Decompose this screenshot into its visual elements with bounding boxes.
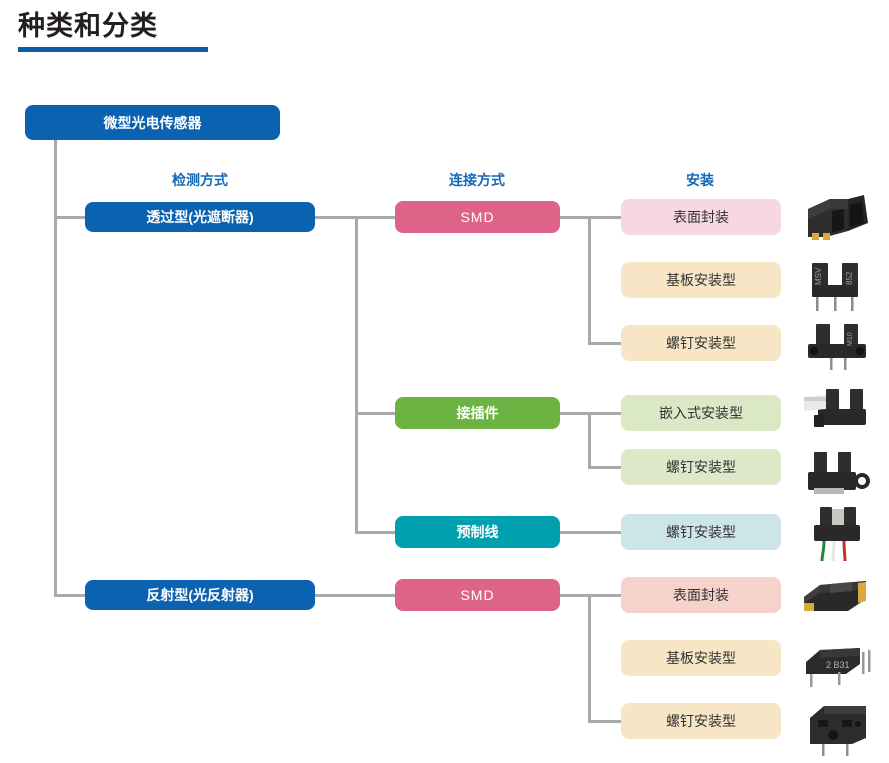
node-reflective[interactable]: 反射型(光反射器): [85, 580, 315, 610]
column-header-detection: 检测方式: [172, 172, 228, 188]
product-photo-photo-interrupter-cable: [800, 505, 876, 561]
node-transmissive[interactable]: 透过型(光遮断器): [85, 202, 315, 232]
column-header-mounting: 安装: [686, 172, 714, 188]
connector-transmissive-out: [313, 216, 358, 219]
svg-text:2 B31: 2 B31: [826, 660, 850, 670]
node-mount-pcb-2[interactable]: 基板安装型: [621, 640, 781, 676]
connector-bus-to-smd-top: [355, 216, 397, 219]
node-mount-screw-1[interactable]: 螺钉安装型: [621, 325, 781, 361]
product-photo-photo-interrupter-smd: [802, 193, 874, 243]
svg-text:852: 852: [845, 271, 854, 285]
product-photo-photo-reflector-screw: [800, 700, 876, 756]
node-mount-embedded[interactable]: 嵌入式安装型: [621, 395, 781, 431]
column-header-connection: 连接方式: [449, 172, 505, 188]
node-smd-bottom[interactable]: SMD: [395, 579, 560, 611]
node-mount-screw-2[interactable]: 螺钉安装型: [621, 449, 781, 485]
node-connector[interactable]: 接插件: [395, 397, 560, 429]
node-mount-screw-3[interactable]: 螺钉安装型: [621, 514, 781, 550]
svg-text:MSV: MSV: [814, 267, 823, 285]
title-underline: [18, 47, 208, 52]
connector-bus-to-connector: [355, 412, 397, 415]
node-mount-screw-4[interactable]: 螺钉安装型: [621, 703, 781, 739]
connector-trunk-to-transmissive: [54, 216, 88, 219]
product-photo-photo-interrupter-connector-snap: [800, 385, 876, 435]
connector-smdbottom-bus: [588, 594, 591, 722]
connector-bus-to-cable: [355, 531, 397, 534]
connector-trunk-vertical: [54, 139, 57, 597]
node-mount-surface-1[interactable]: 表面封装: [621, 199, 781, 235]
node-cable[interactable]: 预制线: [395, 516, 560, 548]
node-mount-pcb-1[interactable]: 基板安装型: [621, 262, 781, 298]
product-photo-photo-interrupter-screw: M10: [800, 320, 876, 372]
connector-cable-to-m6: [558, 531, 623, 534]
node-root[interactable]: 微型光电传感器: [25, 105, 280, 140]
node-smd-top[interactable]: SMD: [395, 201, 560, 233]
svg-text:M10: M10: [847, 332, 854, 346]
product-photo-photo-interrupter-pcb: MSV 852: [802, 255, 874, 313]
node-mount-surface-2[interactable]: 表面封装: [621, 577, 781, 613]
connector-transmissive-bus: [355, 216, 358, 534]
product-photo-photo-reflector-smd: [800, 575, 876, 617]
connector-conn-to-m5: [588, 466, 623, 469]
product-photo-photo-reflector-pcb: 2 B31: [798, 640, 876, 690]
connector-conn-bus: [588, 412, 591, 468]
connector-smdbottom-to-m9: [588, 720, 623, 723]
connector-smdtop-to-m3: [588, 342, 623, 345]
connector-reflective-to-smdbottom: [313, 594, 397, 597]
product-photo-photo-interrupter-connector-screw: [800, 448, 876, 500]
connector-smdtop-bus: [588, 216, 591, 344]
connector-trunk-to-reflective: [54, 594, 88, 597]
page-title: 种类和分类: [18, 11, 158, 41]
